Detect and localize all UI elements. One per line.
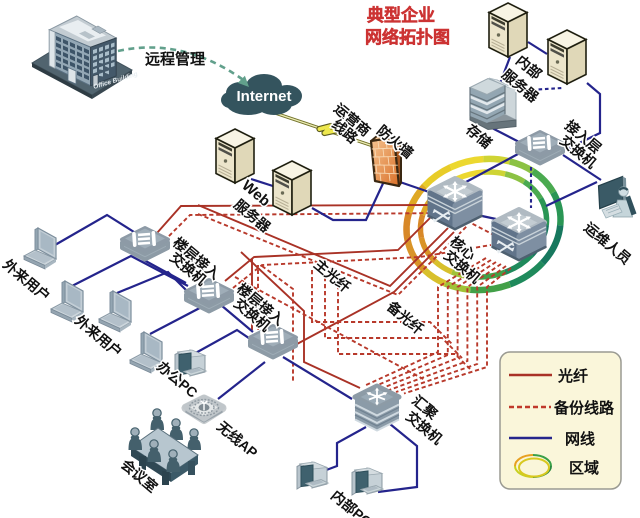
- svg-text:光纤: 光纤: [557, 367, 588, 385]
- svg-text:区域: 区域: [569, 459, 599, 477]
- svg-text:网络拓扑图: 网络拓扑图: [365, 27, 450, 47]
- svg-text:网线: 网线: [565, 430, 595, 448]
- svg-text:备光纤: 备光纤: [383, 297, 426, 337]
- svg-text:运维人员: 运维人员: [581, 219, 634, 267]
- svg-text:远程管理: 远程管理: [145, 50, 205, 68]
- svg-text:Internet: Internet: [236, 88, 291, 105]
- svg-text:备份线路: 备份线路: [553, 399, 615, 417]
- svg-text:典型企业: 典型企业: [367, 5, 435, 25]
- svg-text:无线AP: 无线AP: [213, 417, 260, 460]
